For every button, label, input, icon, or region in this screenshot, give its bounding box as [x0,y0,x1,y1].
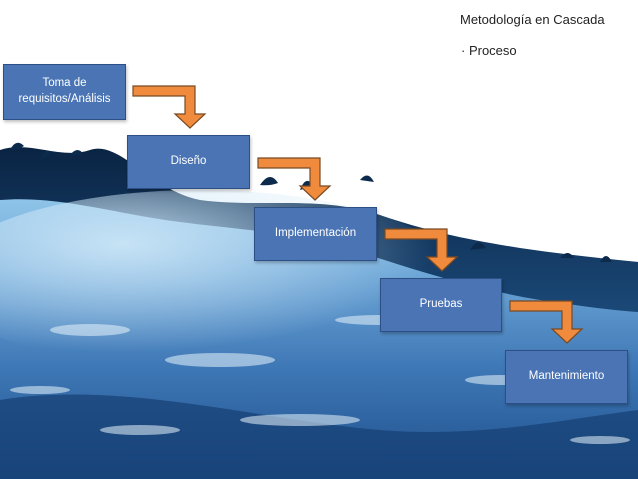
step-diseno-box: Diseño [127,135,250,189]
arrow-requisitos-to-diseno [132,85,207,129]
step-implementacion-box: Implementación [254,207,377,261]
arrow-pruebas-to-mantenimiento [509,300,584,344]
step-requisitos-box: Toma de requisitos/Análisis [3,64,126,120]
arrow-implementacion-to-pruebas [384,228,459,272]
step-requisitos-label: Toma de requisitos/Análisis [18,77,111,105]
step-pruebas-box: Pruebas [380,278,502,332]
step-diseno-label: Diseño [170,155,207,168]
step-implementacion-label: Implementación [274,227,357,240]
step-mantenimiento-label: Mantenimiento [528,370,605,383]
slide-title: Metodología en Cascada [460,12,605,27]
arrow-diseno-to-implementacion [257,157,332,201]
step-pruebas-label: Pruebas [419,298,463,311]
step-mantenimiento-box: Mantenimiento [505,350,628,404]
slide-bullet: · Proceso [461,43,517,58]
water-deep [0,394,638,479]
